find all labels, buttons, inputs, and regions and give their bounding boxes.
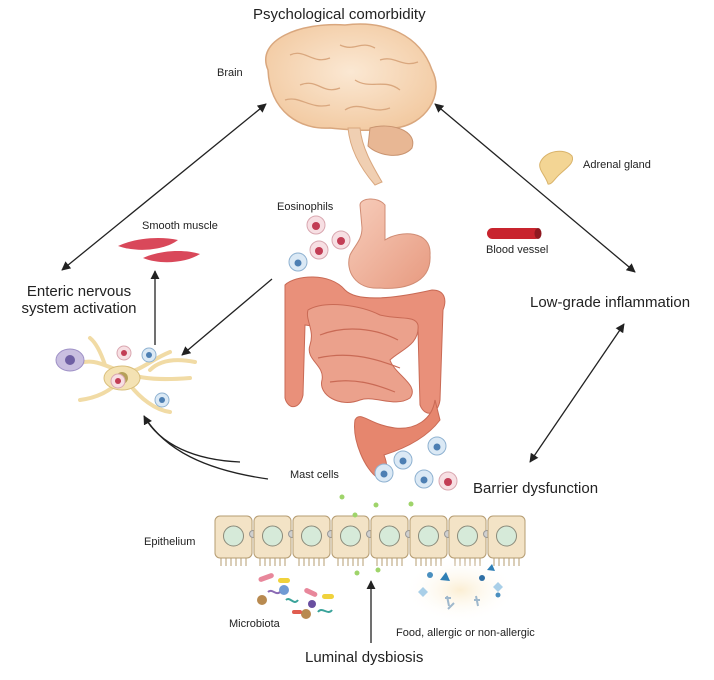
blood-vessel-illustration	[487, 228, 542, 239]
cell-nucleus	[418, 525, 439, 547]
epithelium-label: Epithelium	[144, 536, 196, 548]
mast-cells-label: Mast cells	[290, 469, 339, 481]
eosinophils-label: Eosinophils	[277, 201, 334, 213]
low-grade-inflammation-label: Low-grade inflammation	[530, 294, 691, 311]
mast-cells-illustration	[374, 436, 458, 491]
arrows	[61, 103, 636, 643]
arrow-gut-neuron	[181, 278, 273, 356]
adrenal-gland-illustration	[539, 150, 574, 185]
eosinophils-illustration	[288, 215, 351, 272]
cell-nucleus	[496, 525, 517, 547]
microbiota-label: Microbiota	[229, 618, 280, 630]
cell-nucleus	[457, 525, 478, 547]
smooth-muscle-label: Smooth muscle	[142, 220, 218, 232]
psychological-comorbidity-label: Psychological comorbidity	[253, 6, 426, 23]
cell-nucleus	[262, 525, 283, 547]
green-particles	[339, 494, 414, 576]
cell-nucleus	[340, 525, 361, 547]
enteric-nervous-line1: Enteric nervous	[26, 283, 132, 300]
microbiota-illustration	[257, 573, 334, 619]
brain-illustration	[265, 23, 437, 186]
arrow-enteric-brain	[61, 103, 267, 271]
food-allergens-illustration	[404, 558, 516, 622]
brain-label: Brain	[217, 67, 243, 79]
arrow-mastcells-neuron-2	[143, 415, 269, 480]
gi-tract-illustration	[284, 198, 446, 480]
enteric-neuron-illustration	[55, 336, 197, 414]
adrenal-gland-label: Adrenal gland	[583, 159, 651, 171]
epithelium-illustration	[214, 515, 526, 566]
enteric-nervous-label: Enteric nervous system activation	[8, 283, 150, 317]
cell-nucleus	[223, 525, 244, 547]
arrow-brain-inflammation	[434, 103, 636, 273]
smooth-muscle-illustration	[118, 238, 200, 263]
cell-nucleus	[301, 525, 322, 547]
food-label: Food, allergic or non-allergic	[396, 627, 535, 639]
arrow-inflammation-barrier	[529, 323, 625, 463]
blood-vessel-label: Blood vessel	[486, 244, 549, 256]
cell-nucleus	[379, 525, 400, 547]
luminal-dysbiosis-label: Luminal dysbiosis	[305, 649, 424, 666]
enteric-nervous-line2: system activation	[21, 300, 137, 317]
arrow-mastcells-neuron-1	[143, 415, 241, 463]
barrier-dysfunction-label: Barrier dysfunction	[473, 480, 599, 497]
